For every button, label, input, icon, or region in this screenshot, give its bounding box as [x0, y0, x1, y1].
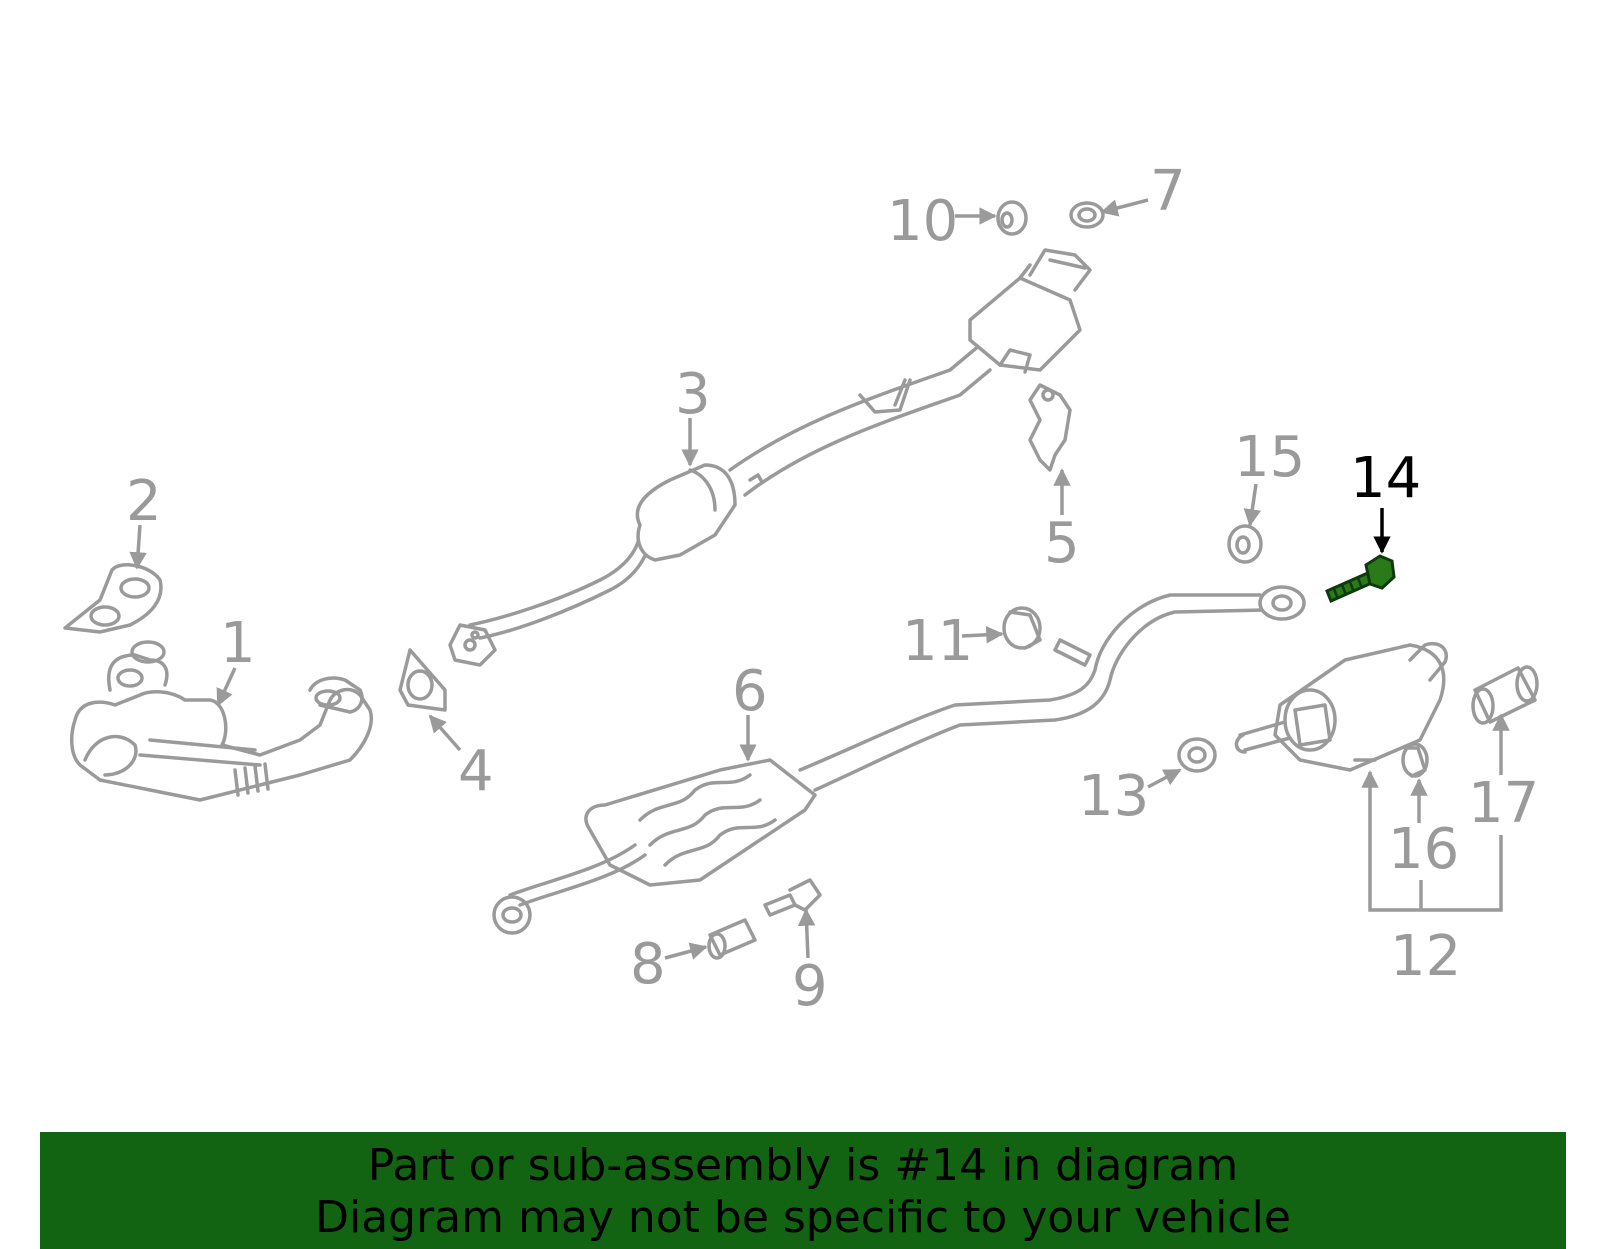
part-10-grommet[interactable]: [996, 200, 1028, 236]
callout-12: 12: [1390, 924, 1461, 989]
callout-2: 2: [126, 469, 162, 534]
part-3-front-pipe[interactable]: [448, 343, 992, 667]
part-1-exhaust-manifold[interactable]: [69, 640, 373, 802]
callout-3: 3: [675, 362, 711, 427]
callout-6: 6: [732, 659, 768, 724]
callout-8: 8: [630, 932, 666, 997]
part-17-tail-tip[interactable]: [1471, 665, 1539, 725]
part-5-bracket[interactable]: [1028, 383, 1072, 472]
callout-5: 5: [1044, 511, 1080, 576]
part-2-gasket[interactable]: [63, 563, 163, 634]
banner-line-1: Part or sub-assembly is #14 in diagram: [367, 1140, 1239, 1191]
leader-lines: [129, 198, 1510, 960]
part-9-bolt[interactable]: [763, 878, 822, 917]
callout-13: 13: [1078, 764, 1149, 829]
callout-14: 14: [1350, 446, 1421, 511]
banner-line-2: Diagram may not be specific to your vehi…: [315, 1192, 1291, 1243]
part-12-rear-muffler[interactable]: [1234, 642, 1448, 772]
part-3-upper-converter[interactable]: [968, 248, 1092, 374]
callout-4: 4: [458, 739, 494, 804]
callout-7: 7: [1150, 159, 1186, 224]
part-6-center-muffler[interactable]: [492, 585, 1306, 935]
part-14-bolt[interactable]: [1325, 554, 1396, 604]
callout-11: 11: [902, 609, 973, 674]
part-13-gasket[interactable]: [1177, 737, 1217, 773]
part-11-mount-rubber[interactable]: [1002, 606, 1042, 650]
callout-10: 10: [887, 189, 958, 254]
part-4-gasket[interactable]: [398, 648, 447, 712]
callout-labels: 1 2 3 4 5 6 7 8 9 10 11 12 13 14 15 16 1…: [126, 159, 1539, 1019]
callout-9: 9: [792, 954, 828, 1019]
info-banner: Part or sub-assembly is #14 in diagram D…: [40, 1132, 1566, 1249]
part-7-gasket-ring[interactable]: [1069, 201, 1105, 229]
part-16-mount-rubber[interactable]: [1401, 742, 1429, 778]
callout-16: 16: [1388, 817, 1459, 882]
part-8-sleeve[interactable]: [707, 918, 757, 960]
part-15-grommet[interactable]: [1227, 524, 1263, 564]
callout-15: 15: [1234, 425, 1305, 490]
callout-17: 17: [1468, 771, 1539, 836]
callout-1: 1: [220, 611, 256, 676]
